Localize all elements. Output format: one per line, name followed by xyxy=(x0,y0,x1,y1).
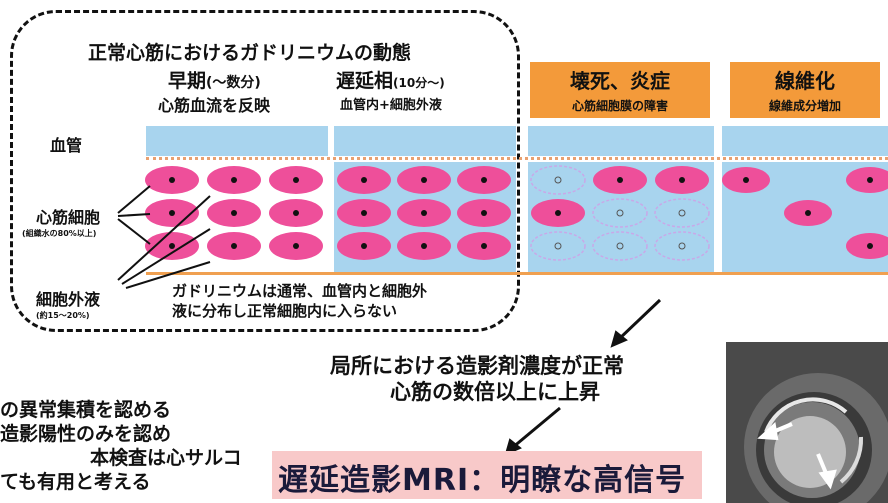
cell-nucleus xyxy=(867,177,873,183)
arrow-ecf-1 xyxy=(117,195,211,281)
background-text-line-3: 本検査は心サルコ xyxy=(90,447,242,469)
vessel-strip-necrosis xyxy=(528,126,714,156)
label-vessel: 血管 xyxy=(50,136,83,155)
cell-nucleus xyxy=(616,242,624,250)
gadolinium-note-line-2: 液に分布し正常細胞内に入らない xyxy=(172,302,398,320)
cell-nucleus xyxy=(421,210,427,216)
normal-myocardium-box xyxy=(10,10,520,332)
cell-nucleus xyxy=(805,210,811,216)
cell-nucleus xyxy=(169,177,175,183)
arrow-ecf-2 xyxy=(121,228,211,285)
arrow-myocyte-1 xyxy=(117,185,151,214)
cell-nucleus xyxy=(361,177,367,183)
gadolinium-note-line-1: ガドリニウムは通常、血管内と細胞外 xyxy=(172,282,428,300)
cell-nucleus xyxy=(481,177,487,183)
cell-nucleus xyxy=(617,177,623,183)
cell-nucleus xyxy=(293,210,299,216)
arrow-to-conclusion xyxy=(511,406,561,450)
early-phase-title-main: 早期 xyxy=(168,70,207,92)
cell-nucleus xyxy=(481,210,487,216)
fibrosis-subtitle: 線維成分増加 xyxy=(768,99,841,113)
late-phase-title: 遅延相(10分〜) xyxy=(336,66,445,93)
label-ecf-note: (約15〜20%) xyxy=(36,311,90,320)
necrosis-title: 壊死、炎症 xyxy=(570,69,670,93)
mri-image xyxy=(726,342,888,503)
cell-nucleus xyxy=(293,243,299,249)
early-phase-subtitle: 心筋血流を反映 xyxy=(158,96,271,115)
result-note-line-1: 局所における造影剤濃度が正常 xyxy=(330,354,624,378)
vessel-strip-fibrosis xyxy=(722,126,888,156)
early-phase-title-sub: (〜数分) xyxy=(206,75,261,91)
early-cells xyxy=(145,166,323,260)
label-myocyte-note: (組織水の80%以上) xyxy=(22,229,97,238)
label-myocyte: 心筋細胞 xyxy=(36,208,101,227)
damaged-cell xyxy=(654,198,710,228)
cell-nucleus xyxy=(616,209,624,217)
cell-nucleus xyxy=(231,177,237,183)
damaged-cell xyxy=(654,231,710,261)
cell-nucleus xyxy=(169,243,175,249)
cell-nucleus xyxy=(867,243,873,249)
vessel-wall-line xyxy=(146,157,888,160)
cell-nucleus xyxy=(554,176,562,184)
result-note-line-2: 心筋の数倍以上に上昇 xyxy=(390,380,600,404)
tissue-bottom-line xyxy=(146,272,888,275)
early-phase-title: 早期(〜数分) xyxy=(168,66,261,93)
cell-nucleus xyxy=(421,243,427,249)
arrow-ecf-3 xyxy=(125,261,211,289)
cell-nucleus xyxy=(361,210,367,216)
cell-nucleus xyxy=(679,177,685,183)
cell-nucleus xyxy=(293,177,299,183)
necrosis-subtitle: 心筋細胞膜の障害 xyxy=(571,99,668,113)
necrosis-header: 壊死、炎症 心筋細胞膜の障害 xyxy=(530,62,710,118)
late-phase-title-sub: (10分〜) xyxy=(393,76,445,90)
cell-nucleus xyxy=(231,243,237,249)
damaged-cell xyxy=(530,165,586,195)
fibrosis-title: 線維化 xyxy=(775,69,835,93)
label-arrows xyxy=(117,185,662,456)
vessel-strip-early xyxy=(146,126,328,156)
conclusion-box xyxy=(272,451,702,499)
arrow-myocyte-2 xyxy=(117,213,151,217)
damaged-cell xyxy=(592,231,648,261)
arrow-to-result xyxy=(616,298,662,342)
mri-graphic xyxy=(726,342,888,503)
necrosis-cells xyxy=(530,165,710,261)
conclusion-text: 遅延造影MRI：明瞭な高信号 xyxy=(278,463,687,498)
label-ecf: 細胞外液 xyxy=(36,290,101,309)
fibrosis-header: 線維化 線維成分増加 xyxy=(730,62,880,118)
damaged-cell xyxy=(592,198,648,228)
cell-nucleus xyxy=(231,210,237,216)
background-text-line-4: ても有用と考える xyxy=(0,471,151,493)
late-cells xyxy=(337,166,511,260)
cell-nucleus xyxy=(555,210,561,216)
cell-nucleus xyxy=(743,177,749,183)
late-phase-subtitle: 血管内+細胞外液 xyxy=(340,98,442,113)
fibrosis-cells xyxy=(722,167,888,259)
cell-nucleus xyxy=(554,242,562,250)
cell-nucleus xyxy=(678,209,686,217)
cell-nucleus xyxy=(361,243,367,249)
diagram-title: 正常心筋におけるガドリニウムの動態 xyxy=(88,42,412,64)
damaged-cell xyxy=(530,231,586,261)
background-text-line-2: 造影陽性のみを認め xyxy=(0,423,172,445)
cell-nucleus xyxy=(481,243,487,249)
cell-nucleus xyxy=(678,242,686,250)
late-phase-title-main: 遅延相 xyxy=(336,70,394,92)
arrow-head xyxy=(610,330,628,348)
arrow-myocyte-3 xyxy=(117,218,151,245)
cell-nucleus xyxy=(421,177,427,183)
cell-nucleus xyxy=(169,210,175,216)
vessel-strip-late xyxy=(334,126,516,156)
background-text-line-1: の異常集積を認める xyxy=(0,399,172,421)
